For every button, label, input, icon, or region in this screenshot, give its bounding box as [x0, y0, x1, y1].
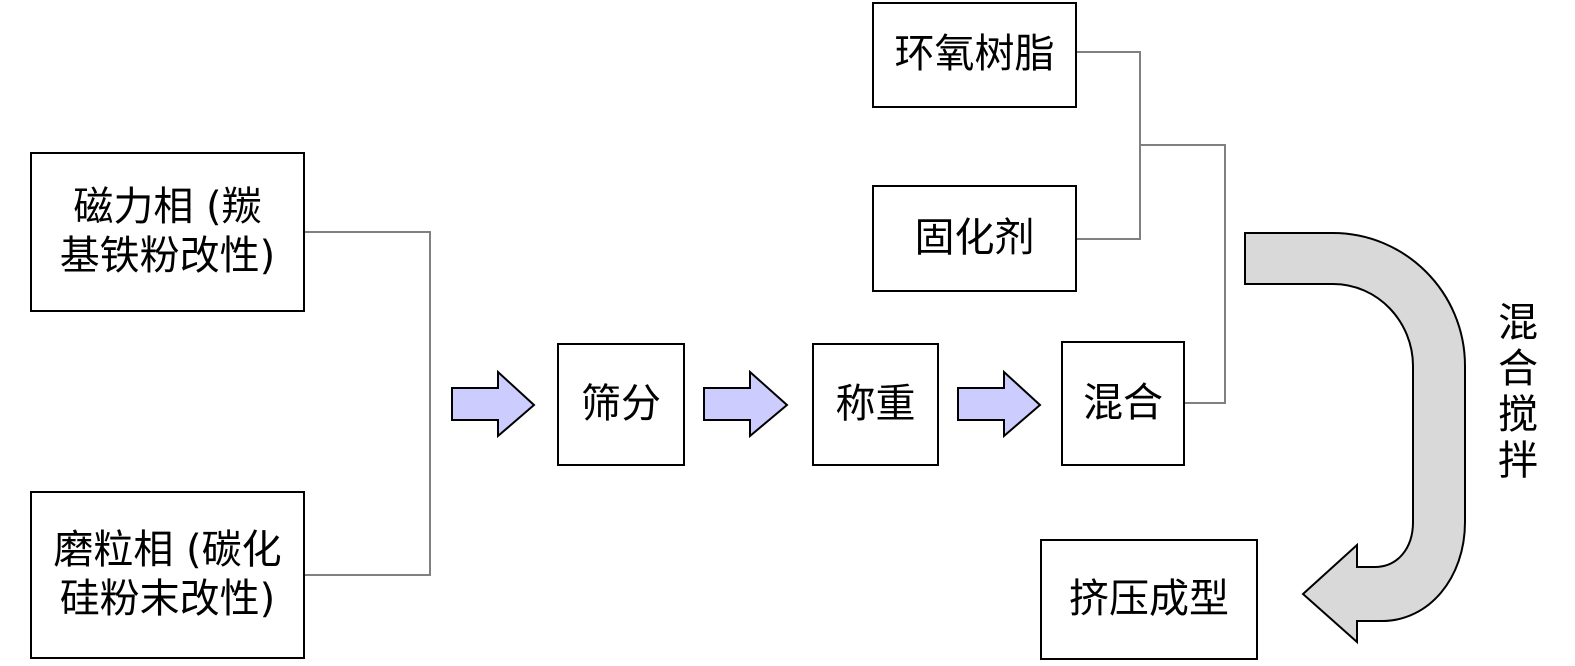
- abrasive-phase-label-line-2: 硅粉末改性): [59, 576, 276, 622]
- mixing-stirring-char-1: 混: [1498, 300, 1538, 346]
- mixing-stirring-char-4: 拌: [1498, 438, 1538, 484]
- right-arrow-to-mixing: [957, 369, 1042, 439]
- abrasive-phase-label-line-1: 磨粒相 (碳化: [53, 526, 282, 573]
- epoxy-resin-connector-line: [1077, 51, 1141, 240]
- right-arrow-to-sieving: [451, 369, 536, 439]
- magnetic-phase-box: 磁力相 (羰 基铁粉改性): [30, 152, 305, 312]
- resin-branch-connector: [1077, 51, 1226, 404]
- mixing-stirring-char-2: 合: [1498, 346, 1538, 392]
- epoxy-resin-label: 环氧树脂: [894, 31, 1055, 78]
- weighing-label: 称重: [835, 380, 916, 427]
- curing-agent-box: 固化剂: [872, 185, 1077, 292]
- extrusion-molding-label: 挤压成型: [1069, 575, 1229, 622]
- mixing-stirring-label: 混 合 搅 拌: [1490, 300, 1546, 484]
- curing-agent-label: 固化剂: [914, 214, 1035, 261]
- magnetic-phase-label-line-2: 基铁粉改性): [59, 233, 276, 279]
- magnetic-phase-connector-line: [305, 231, 431, 576]
- sieving-box: 筛分: [557, 343, 685, 466]
- mixing-label: 混合: [1083, 379, 1163, 426]
- sieving-label: 筛分: [581, 380, 661, 427]
- weighing-box: 称重: [812, 343, 939, 466]
- resin-to-mixing-connector-line: [1140, 144, 1226, 404]
- mixing-stirring-char-3: 搅: [1498, 392, 1538, 438]
- curved-mixing-stirring-arrow: [1244, 232, 1466, 645]
- mixing-box: 混合: [1061, 341, 1185, 466]
- magnetic-phase-label: 磁力相 (羰 基铁粉改性): [60, 183, 276, 281]
- extrusion-molding-box: 挤压成型: [1040, 539, 1258, 660]
- magnetic-phase-label-line-1: 磁力相 (羰: [73, 183, 262, 230]
- right-arrow-to-weighing: [703, 369, 789, 439]
- input-branch-connector: [305, 231, 431, 576]
- abrasive-phase-label: 磨粒相 (碳化 硅粉末改性): [53, 526, 281, 624]
- epoxy-resin-box: 环氧树脂: [872, 2, 1077, 108]
- abrasive-phase-box: 磨粒相 (碳化 硅粉末改性): [30, 491, 305, 659]
